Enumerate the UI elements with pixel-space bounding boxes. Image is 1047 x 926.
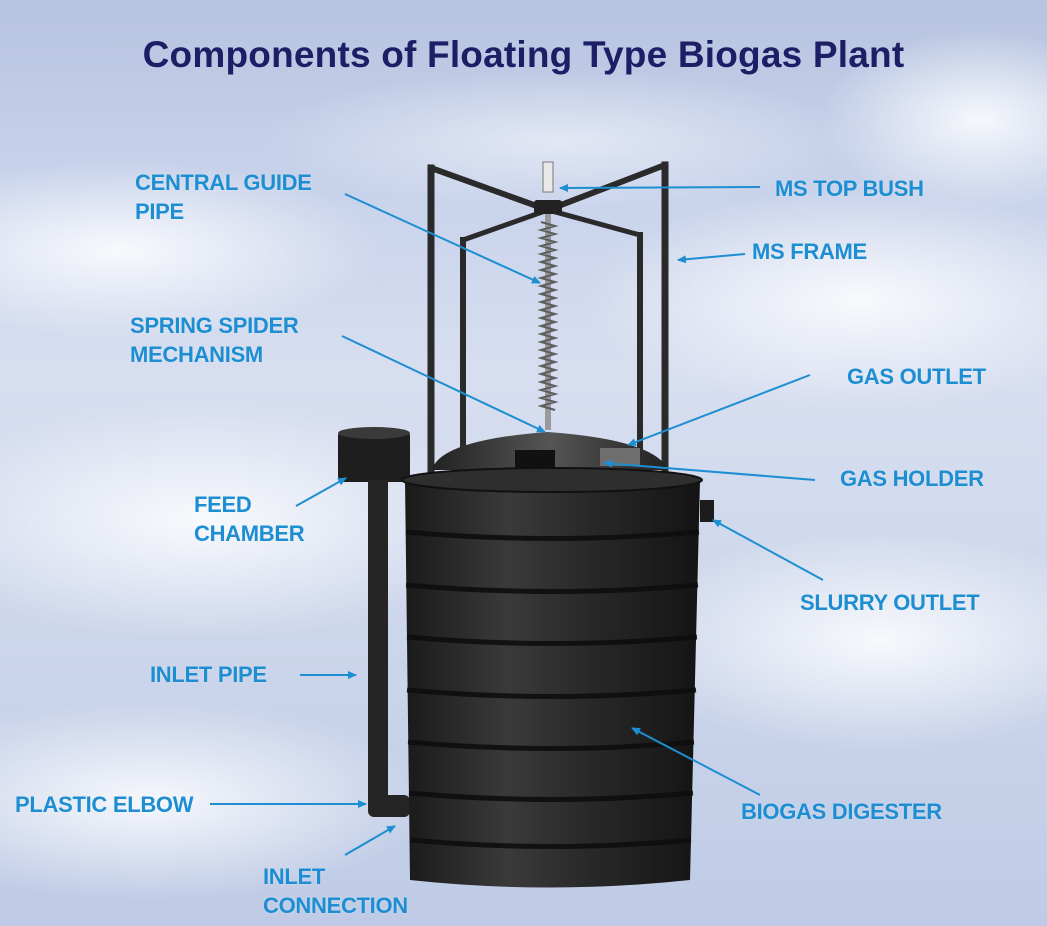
feed-chamber-assembly: [338, 427, 410, 817]
central-guide-pipe: [534, 161, 562, 430]
label-line: MECHANISM: [130, 342, 263, 367]
label-biogas-digester: BIOGAS DIGESTER: [741, 799, 942, 824]
label-gas-outlet: GAS OUTLET: [847, 364, 986, 389]
gas-holder: [432, 432, 668, 470]
arrow-slurry-outlet: [712, 519, 824, 581]
label-spring-spider-mechanism: SPRING SPIDER MECHANISM: [130, 311, 299, 369]
arrow-gas-outlet: [627, 374, 811, 446]
label-line: CENTRAL GUIDE: [135, 170, 312, 195]
arrow-ms-top-bush: [559, 183, 761, 192]
arrow-spring-spider: [341, 335, 546, 433]
label-inlet-pipe: INLET PIPE: [150, 662, 267, 687]
label-line: FEED: [194, 492, 252, 517]
label-inlet-connection: INLET CONNECTION: [263, 862, 408, 920]
arrow-feed-chamber: [295, 477, 347, 507]
label-gas-holder: GAS HOLDER: [840, 466, 984, 491]
page-title: Components of Floating Type Biogas Plant: [142, 34, 905, 75]
arrow-central-guide-pipe: [344, 193, 541, 284]
label-ms-frame: MS FRAME: [752, 239, 867, 264]
label-line: CONNECTION: [263, 893, 408, 918]
arrow-ms-frame: [677, 253, 746, 264]
label-line: PIPE: [135, 199, 184, 224]
label-ms-top-bush: MS TOP BUSH: [775, 176, 924, 201]
leader-arrows: [210, 183, 824, 856]
label-line: SPRING SPIDER: [130, 313, 299, 338]
label-feed-chamber: FEED CHAMBER: [194, 490, 305, 548]
arrow-inlet-connection: [344, 825, 396, 856]
label-central-guide-pipe: CENTRAL GUIDE PIPE: [135, 168, 312, 226]
biogas-digester-tank: [401, 467, 714, 888]
label-line: INLET: [263, 864, 326, 889]
arrow-biogas-digester: [631, 727, 761, 796]
label-line: CHAMBER: [194, 521, 305, 546]
label-slurry-outlet: SLURRY OUTLET: [800, 590, 980, 615]
ms-frame-structure: [427, 161, 669, 474]
arrow-gas-holder: [603, 459, 816, 481]
label-plastic-elbow: PLASTIC ELBOW: [15, 792, 194, 817]
